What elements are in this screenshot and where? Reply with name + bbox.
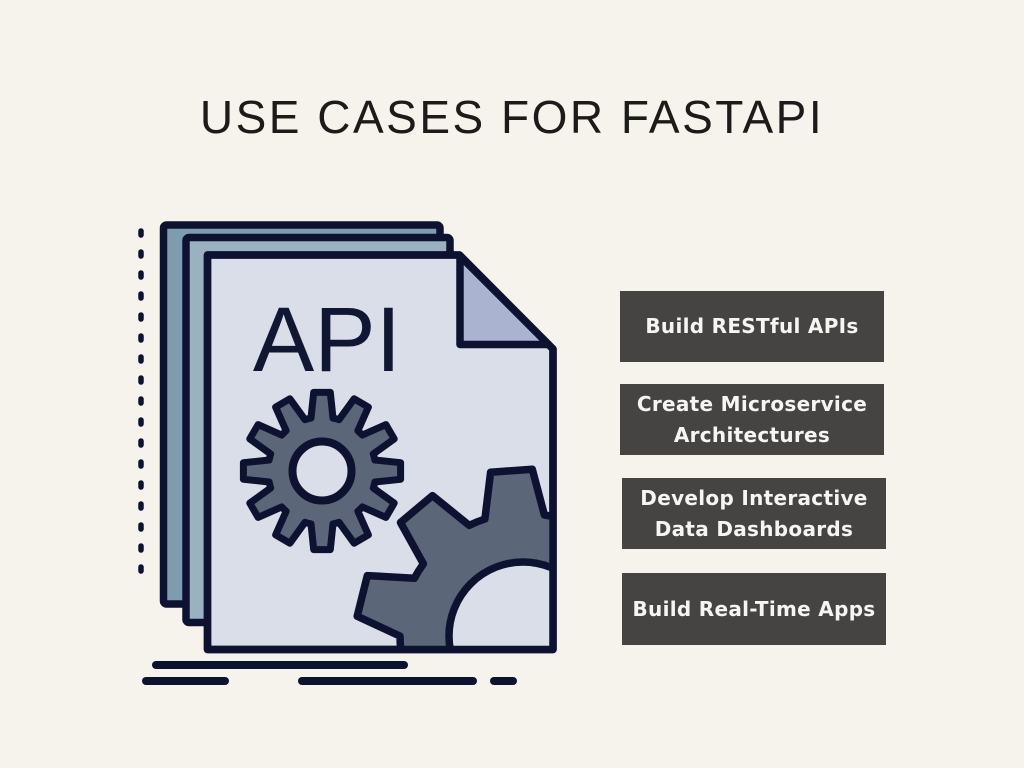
use-case-item: Create Microservice Architectures [620, 384, 884, 455]
large-gear-hub [445, 558, 553, 650]
use-case-label: Develop Interactive Data Dashboards [640, 485, 868, 541]
use-case-item: Build RESTful APIs [620, 291, 884, 362]
ground-strokes [142, 661, 517, 685]
page-title: USE CASES FOR FASTAPI [199, 91, 825, 143]
use-case-item: Develop Interactive Data Dashboards [622, 478, 886, 549]
small-gear-hub [288, 437, 356, 505]
front-page-border [203, 251, 557, 654]
use-case-label: Create Microservice Architectures [636, 391, 868, 447]
use-case-label: Build RESTful APIs [645, 314, 859, 338]
doc-api-label: API [253, 289, 401, 391]
use-case-label: Build Real-Time Apps [632, 596, 876, 621]
folded-corner [456, 252, 553, 349]
use-case-item: Build Real-Time Apps [622, 573, 886, 645]
